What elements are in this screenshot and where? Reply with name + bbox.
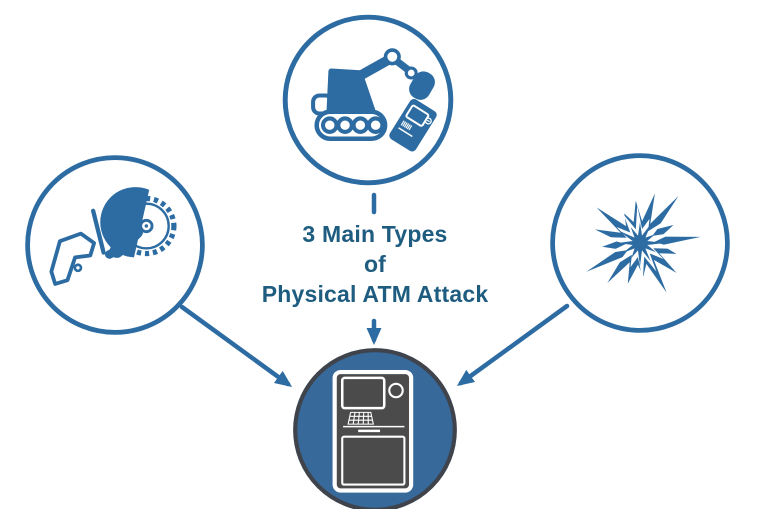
explosion-icon (550, 153, 730, 333)
node-cutting-attack (20, 150, 210, 340)
excavator-icon (282, 14, 454, 186)
stolen-atm (389, 98, 437, 152)
angle-grinder-icon (25, 155, 205, 335)
title-line-2: of (363, 251, 387, 277)
node-explosive-attack (545, 148, 735, 338)
atm-keyboard (347, 411, 374, 425)
node-ram-raid-attack (278, 10, 458, 190)
diagram-title: 3 Main Types of Physical ATM Attack (175, 219, 575, 309)
atm-icon (293, 348, 457, 509)
title-line-1: 3 Main Types (302, 221, 448, 247)
title-line-3: Physical ATM Attack (261, 281, 489, 307)
node-atm-target (291, 346, 459, 509)
